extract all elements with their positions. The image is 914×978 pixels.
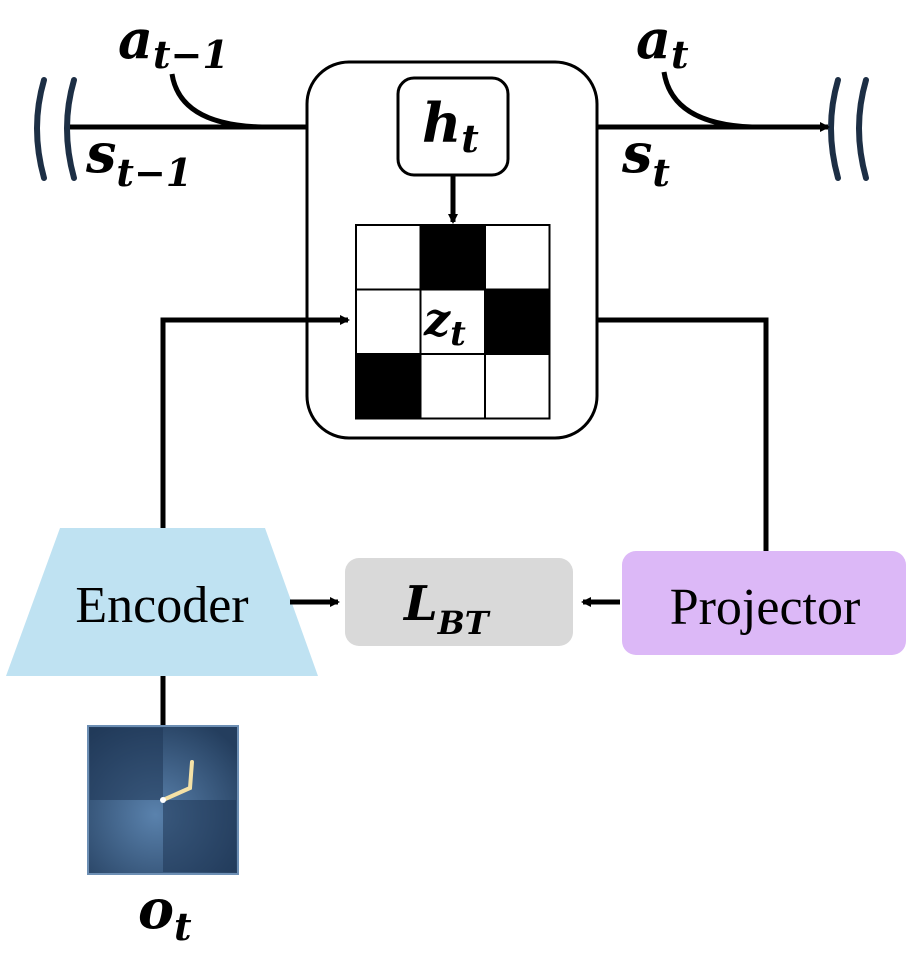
encoder-block bbox=[6, 528, 318, 676]
encoder-to-latent-arrow bbox=[160, 315, 350, 528]
projector-label: Projector bbox=[670, 579, 861, 636]
hidden-state-label: ht bbox=[422, 91, 479, 161]
state-prev-label: st−1 bbox=[85, 121, 192, 195]
sequence-break-right-icon bbox=[828, 77, 869, 181]
latent-grid-cell bbox=[355, 353, 422, 420]
latent-grid-cell bbox=[419, 353, 486, 420]
observation-label: ot bbox=[138, 877, 192, 949]
action-label: at bbox=[636, 7, 689, 77]
latent-grid-cell bbox=[419, 224, 486, 291]
latent-grid-cell bbox=[355, 224, 422, 291]
latent-grid-cell bbox=[355, 288, 422, 355]
projector-block bbox=[622, 551, 906, 655]
sequence-break-left-icon bbox=[34, 77, 77, 181]
action-prev-label: at−1 bbox=[118, 7, 229, 77]
latent-grid bbox=[355, 224, 551, 420]
latent-label: zt bbox=[423, 292, 466, 354]
action-prev-curve bbox=[169, 73, 263, 130]
action-curve bbox=[661, 71, 753, 130]
state-label: st bbox=[621, 121, 670, 195]
observation-image bbox=[87, 725, 239, 875]
latent-grid-cell bbox=[484, 288, 551, 355]
latent-grid-cell bbox=[484, 353, 551, 420]
encoder-label: Encoder bbox=[75, 577, 248, 634]
loss-label: LBT bbox=[402, 576, 491, 642]
loss-box bbox=[345, 558, 573, 646]
latent-to-projector-line bbox=[598, 317, 769, 551]
latent-grid-cell bbox=[484, 224, 551, 291]
